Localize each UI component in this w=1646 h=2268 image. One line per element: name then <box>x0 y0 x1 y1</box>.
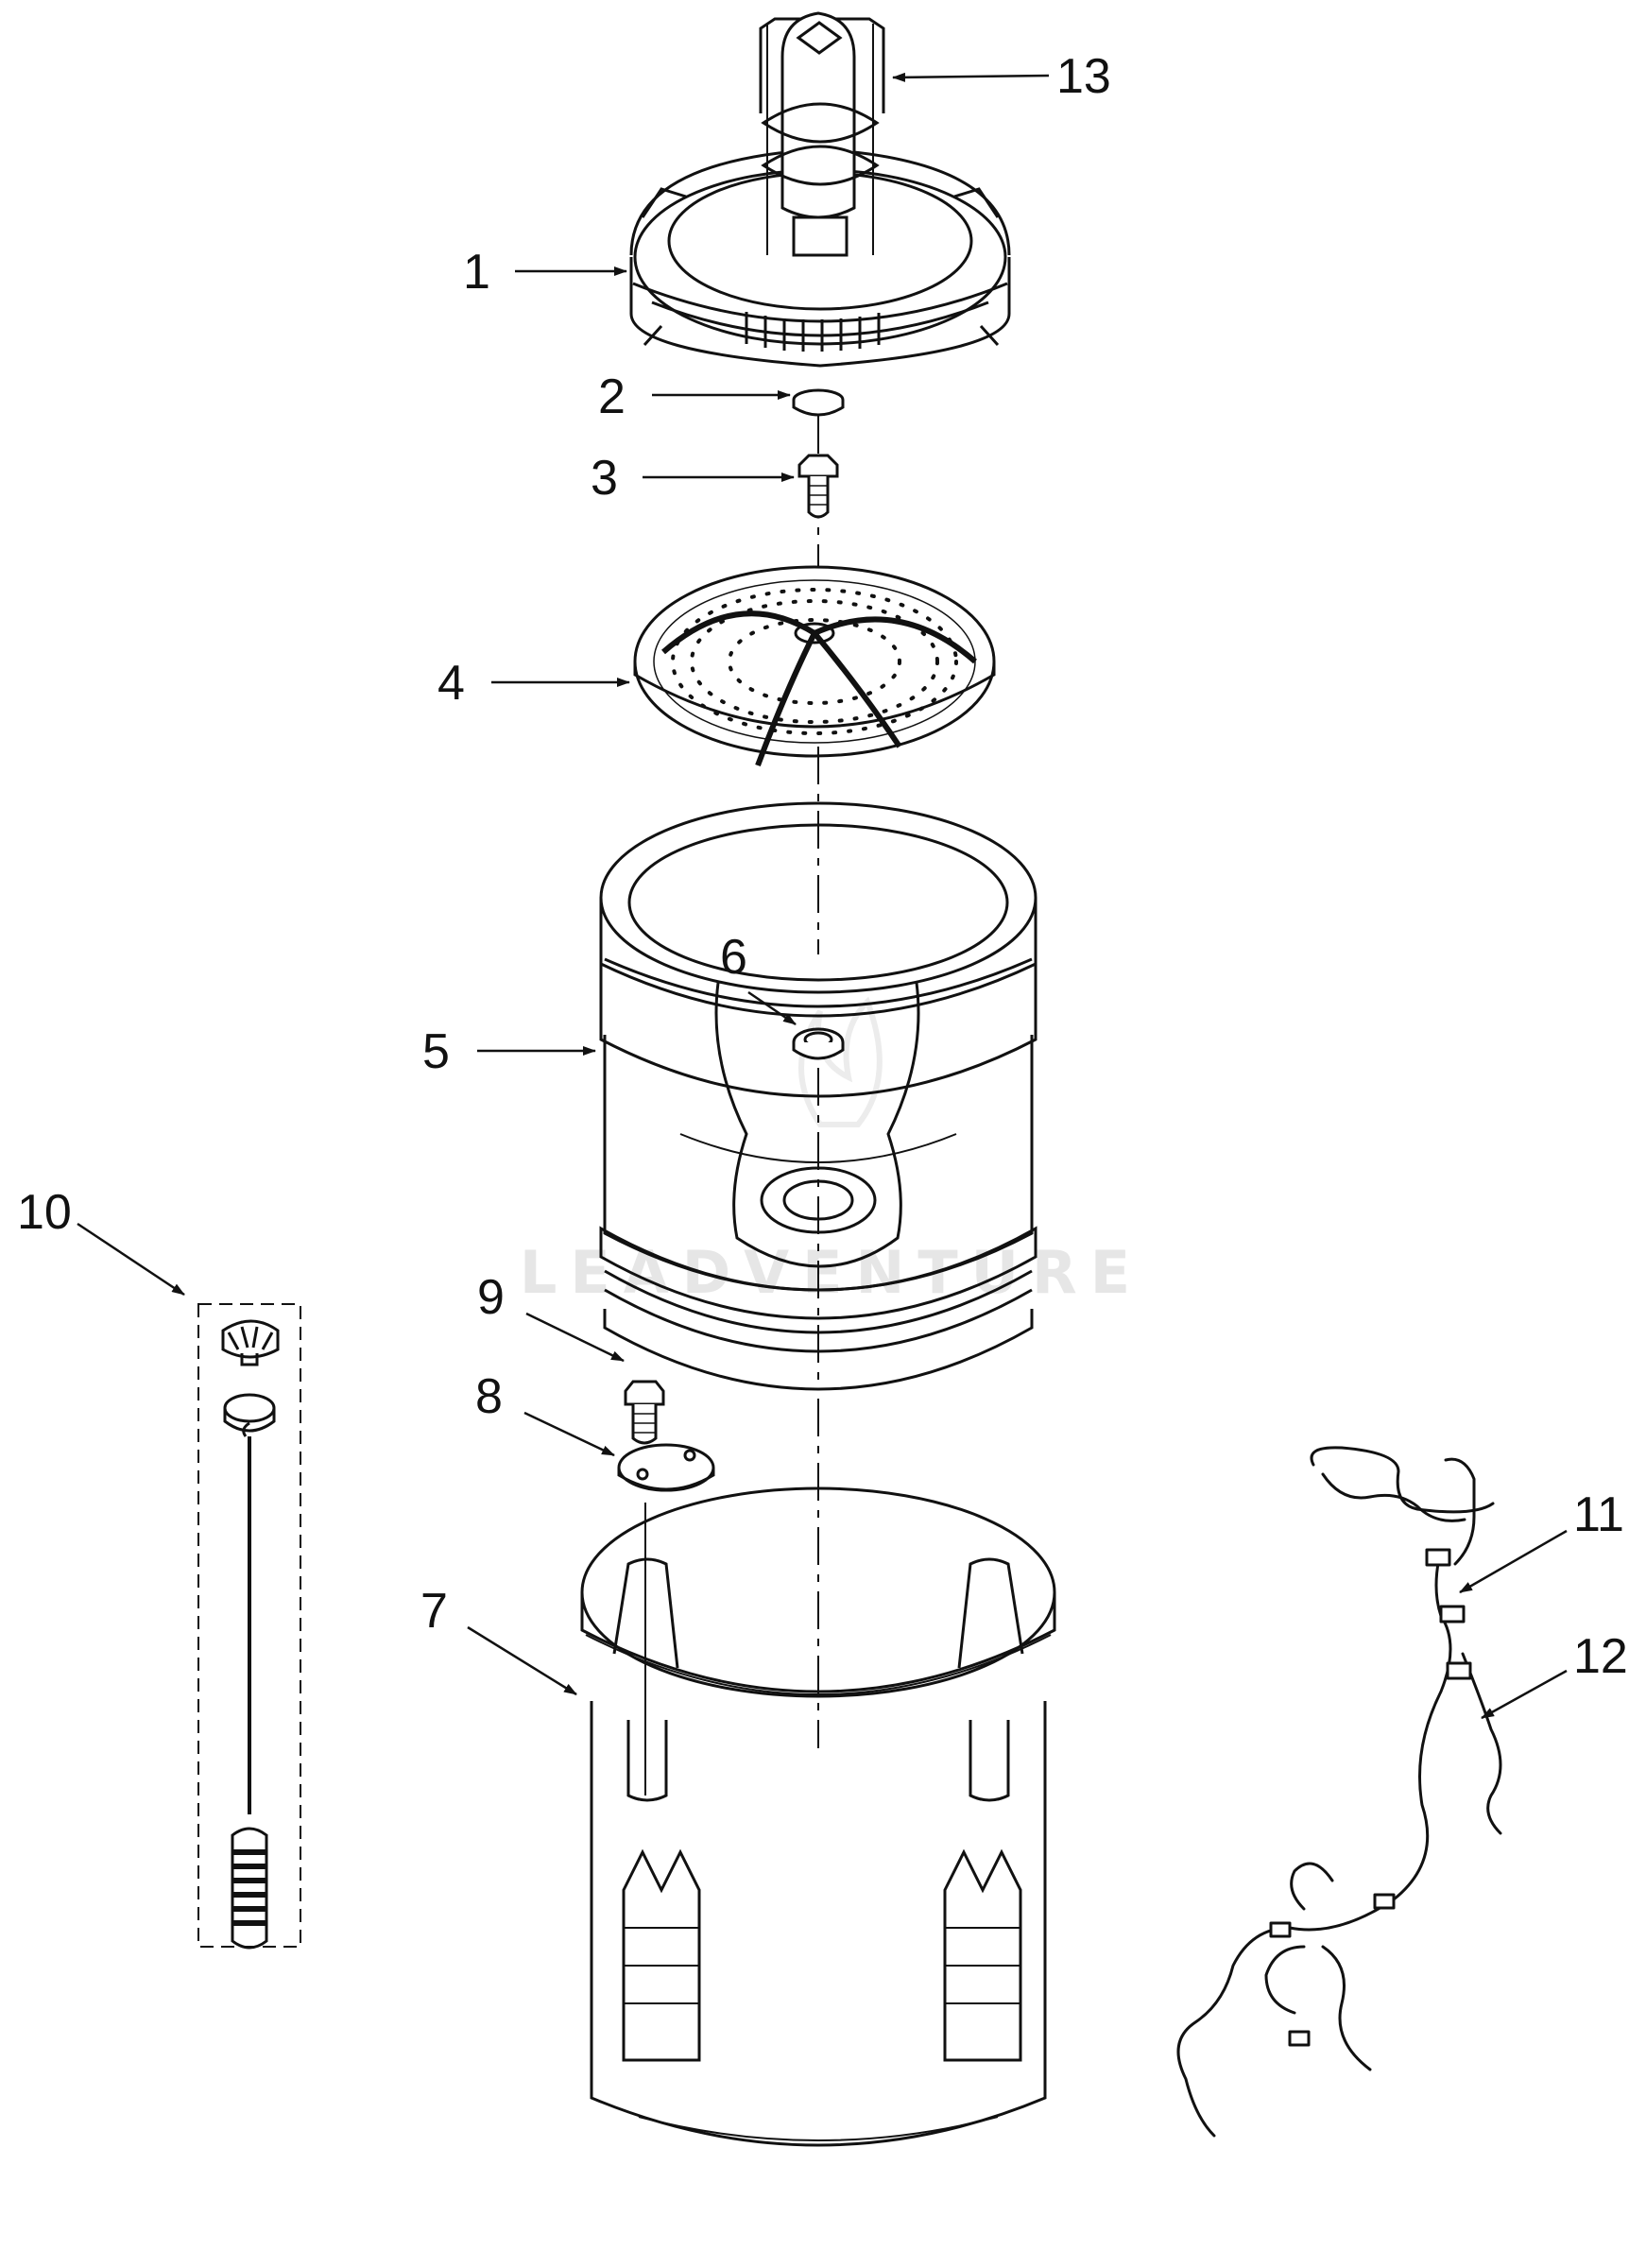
callout-12: 12 <box>1573 1629 1628 1684</box>
leader-arrow-10 <box>77 1222 185 1297</box>
leader-arrow-13 <box>892 72 1050 82</box>
callout-4: 4 <box>437 656 465 711</box>
callout-11: 11 <box>1573 1487 1624 1542</box>
outer-tub <box>580 1486 1056 2147</box>
leader-arrow-7 <box>467 1625 577 1696</box>
basket <box>599 801 1037 1391</box>
leader-arrow-12 <box>1481 1669 1568 1720</box>
leader-arrow-6 <box>747 990 797 1026</box>
callout-2: 2 <box>598 369 626 424</box>
bolt <box>797 454 839 519</box>
screw <box>624 1380 665 1445</box>
callout-5: 5 <box>422 1024 450 1079</box>
cap <box>792 388 845 417</box>
callout-9: 9 <box>477 1270 505 1325</box>
wire-harness <box>1176 1446 1502 2138</box>
callout-6: 6 <box>720 930 747 985</box>
leader-arrow-9 <box>525 1312 625 1363</box>
leader-arrow-11 <box>1459 1529 1568 1594</box>
callout-7: 7 <box>420 1584 448 1639</box>
callout-13: 13 <box>1056 49 1111 104</box>
callout-10: 10 <box>17 1185 72 1240</box>
callout-8: 8 <box>475 1369 503 1424</box>
watermark-text: LEADVENTURE <box>520 1238 1143 1307</box>
callout-1: 1 <box>463 245 490 300</box>
seal <box>792 1027 845 1060</box>
suspension-rod <box>197 1303 301 1950</box>
leader-arrows <box>77 72 1568 1720</box>
bracket <box>617 1443 715 1796</box>
agitator-top-post <box>759 11 885 257</box>
watermark-flame-icon <box>798 996 883 1127</box>
callout-3: 3 <box>591 451 618 506</box>
impeller-plate <box>633 565 996 767</box>
callout-labels: 13 1 2 3 4 5 6 7 8 9 10 11 12 <box>17 49 1628 1684</box>
leader-arrow-8 <box>523 1411 615 1457</box>
